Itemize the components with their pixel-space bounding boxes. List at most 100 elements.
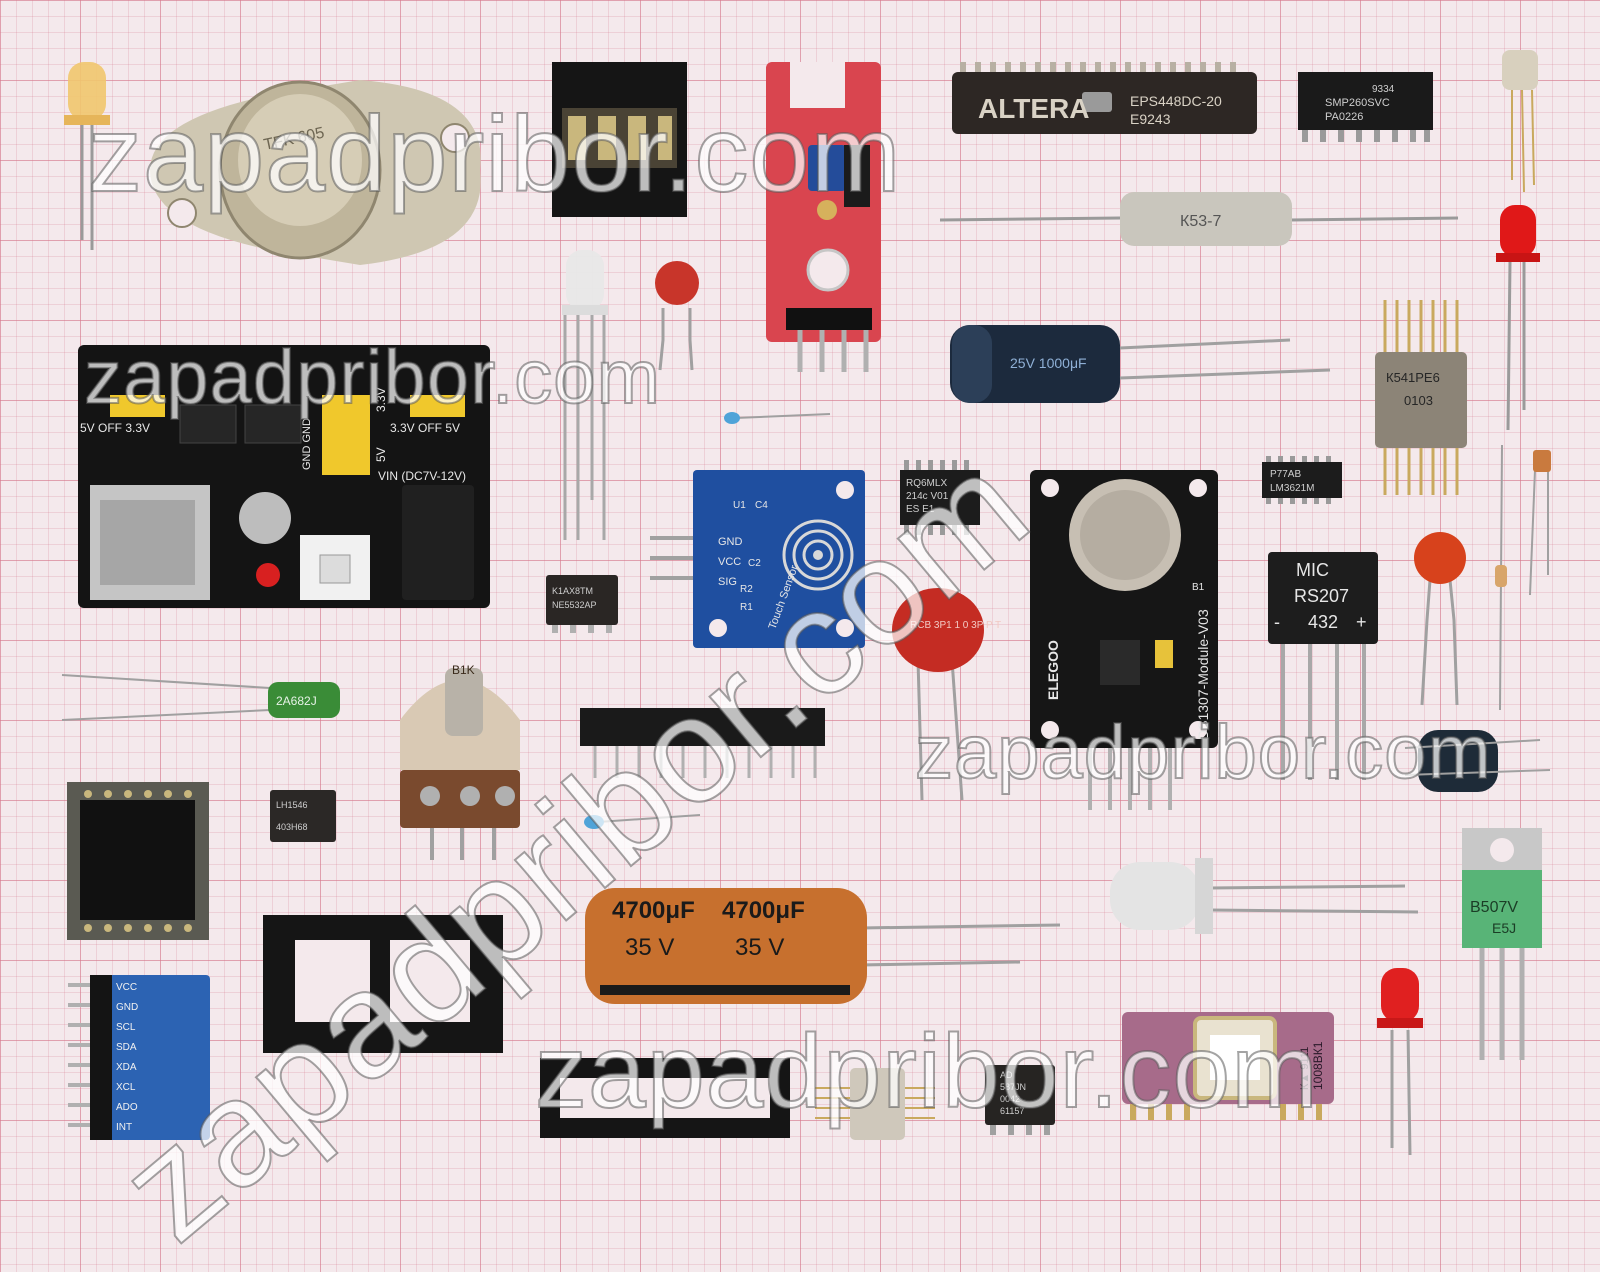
film-capacitor-green: 2A682J <box>61 674 340 721</box>
rtc-module-label: DS1307-Module-V03 <box>1195 609 1211 740</box>
electrolytic-small-label: 25V 1000μF <box>1010 355 1087 371</box>
imu-module: VCC GND SCL SDA XDA XCL ADO INT <box>68 975 210 1140</box>
dip-socket-large <box>263 915 503 1053</box>
imu-sda: SDA <box>116 1042 137 1053</box>
sensor-module-red <box>766 62 881 372</box>
small-dip-ad587: AD 587JN 0042 61157 <box>985 1065 1055 1135</box>
big-cap-voltage-2: 35 V <box>735 934 784 961</box>
varistor: RCB 3P1 1 0 3P P T <box>892 588 1001 801</box>
pin-header <box>580 708 825 778</box>
power-module-right-label: 3.3V OFF 5V <box>390 421 460 435</box>
ceramic-capacitor-blue-small <box>724 412 831 424</box>
watermark-mid-right: zapadpribor.com <box>914 710 1492 795</box>
bridge-num: 432 <box>1308 612 1338 632</box>
soic-chip-line1: RQ6MLX <box>906 478 947 489</box>
touch-gnd: GND <box>718 536 743 548</box>
metal-flatpack <box>815 1068 935 1140</box>
metal-chip-line1: К541РЕ6 <box>1386 370 1440 385</box>
imu-int: INT <box>116 1122 132 1133</box>
power-module-left-label: 5V OFF 3.3V <box>80 421 150 435</box>
ceramic-capacitor-red-right <box>1414 532 1466 706</box>
imu-vcc: VCC <box>116 982 137 993</box>
soic-chip-lm3621: P77AB LM3621M <box>1262 456 1342 504</box>
touch-c2: C2 <box>748 558 761 569</box>
bridge-plus: + <box>1356 612 1367 632</box>
altera-code: E9243 <box>1130 111 1171 127</box>
potentiometer-label: B1K <box>452 663 475 677</box>
small-soic-line1: P77AB <box>1270 469 1301 480</box>
imu-ado: ADO <box>116 1102 138 1113</box>
power-module-vin-label: VIN (DC7V-12V) <box>378 469 466 483</box>
watermark-mid-left: zapadpribor.com <box>83 335 661 420</box>
capacitor-brown-small <box>1529 450 1551 596</box>
metal-chip-k541: К541РЕ6 0103 <box>1375 300 1467 495</box>
ic-socket-small <box>552 62 687 217</box>
smp-chip-line2: SMP260SVC <box>1325 97 1390 109</box>
rtc-module: DS1307-Module-V03 ELEGOO B1 <box>1030 470 1218 810</box>
to220-line2: E5J <box>1492 920 1516 936</box>
touch-sensor-module: VCC GND SIG U1 C4 C2 R2 R1 Touch Sensor <box>650 470 865 648</box>
watermark-top: zapadpribor.com <box>87 93 902 214</box>
power-module-5v-label: 5V <box>374 447 388 462</box>
imu-xda: XDA <box>116 1062 137 1073</box>
film-cap-green-label: 2A682J <box>276 694 317 708</box>
glass-ic-module <box>67 782 209 940</box>
led-yellow <box>64 62 110 250</box>
touch-vcc: VCC <box>718 556 741 568</box>
dip8-chip-line2: NE5532AP <box>552 600 597 610</box>
bridge-brand: MIC <box>1296 560 1329 580</box>
big-cap-value-2: 4700μF <box>722 897 805 924</box>
rtc-brand: ELEGOO <box>1045 640 1061 700</box>
soic-chip-rq6mlx: RQ6MLX 214c V01 ES E1 <box>900 460 980 535</box>
components-photo: TFK 605 ALTE <box>61 50 1551 1156</box>
varistor-label: RCB 3P1 1 0 3P P T <box>910 620 1001 631</box>
ic-socket-bottom <box>540 1058 790 1138</box>
power-module-33-label: 3.3V <box>374 387 388 412</box>
soic-chip-line2: 214c V01 <box>906 491 949 502</box>
led-red-bottom <box>1377 968 1423 1156</box>
bridge-rectifier: MIC RS207 - 432 + <box>1268 552 1378 780</box>
touch-r2: R2 <box>740 584 753 595</box>
smp-chip-line1: 9334 <box>1372 84 1395 95</box>
optocoupler-line2: 403H68 <box>276 822 308 832</box>
ceramic-capacitor-blue-2 <box>584 814 701 829</box>
small-dip-line4: 61157 <box>1000 1106 1024 1116</box>
dip8-chip-line1: K1AX8TM <box>552 586 593 596</box>
touch-r1: R1 <box>740 602 753 613</box>
led-clear-large <box>1110 858 1419 934</box>
electrolytic-capacitor-large: 4700μF 4700μF 35 V 35 V <box>585 888 1061 1004</box>
optocoupler-chip: LH1546 403H68 <box>270 790 336 842</box>
metal-chip-line2: 0103 <box>1404 393 1433 408</box>
bridge-minus: - <box>1274 612 1280 632</box>
rtc-b1: B1 <box>1192 582 1205 593</box>
ceramic-capacitor-red-small <box>655 261 699 371</box>
bridge-part: RS207 <box>1294 586 1349 606</box>
ferrite-inductor <box>1404 730 1551 792</box>
altera-part: EPS448DC-20 <box>1130 93 1222 109</box>
touch-sig: SIG <box>718 576 737 588</box>
small-dip-line2: 587JN <box>1000 1082 1026 1092</box>
watermark-bottom: zapadpribor.com <box>534 1014 1319 1130</box>
transistor-to3: TFK 605 <box>150 80 481 265</box>
touch-u1: U1 <box>733 500 746 511</box>
small-dip-line3: 0042 <box>1000 1094 1020 1104</box>
touch-c4: C4 <box>755 500 768 511</box>
film-capacitor-label: К53-7 <box>1180 213 1221 230</box>
to220-line1: B507V <box>1470 899 1518 916</box>
led-white <box>562 250 608 540</box>
small-dip-line1: AD <box>1000 1070 1013 1080</box>
film-capacitor: К53-7 <box>939 192 1459 246</box>
smp-chip: 9334 SMP260SVC PA0226 <box>1298 72 1433 142</box>
big-cap-value-1: 4700μF <box>612 897 695 924</box>
potentiometer: B1K <box>400 663 520 860</box>
imu-xcl: XCL <box>116 1082 136 1093</box>
imu-gnd: GND <box>116 1002 138 1013</box>
big-cap-voltage-1: 35 V <box>625 934 674 961</box>
ceramic-chip-line1: 1008ВК1 <box>1311 1041 1325 1090</box>
smp-chip-line3: PA0226 <box>1325 111 1363 123</box>
altera-logo: ALTERA <box>978 93 1089 124</box>
soic-chip-line3: ES E1 <box>906 504 935 515</box>
power-module-gnd-label: GND GND <box>301 418 313 470</box>
transistor-metal-can <box>1502 50 1538 193</box>
ceramic-chip-line2: К▲ 9111 <box>1299 1047 1311 1090</box>
